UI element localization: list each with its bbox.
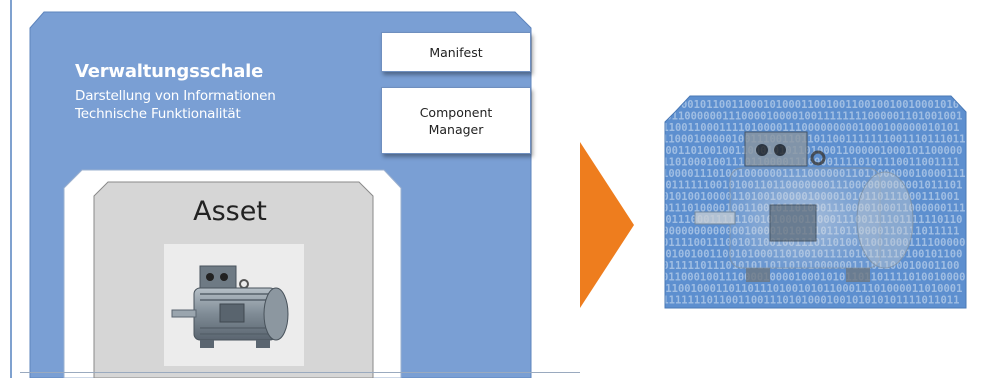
- manifest-box: Manifest: [381, 32, 531, 72]
- binary-texture-row: 1100010000010011100110110110011111110011…: [662, 134, 965, 146]
- binary-texture-row: 0100010110011000101000110010011001001001…: [662, 99, 965, 111]
- binary-texture-row: 1110010001101101110100101011000111010000…: [659, 283, 962, 295]
- asset-label: Asset: [193, 196, 267, 227]
- binary-texture-row: 1011000000111000010000100111111110000011…: [659, 111, 962, 123]
- binary-texture-row: 0110011000111101000011100000000010001000…: [656, 122, 959, 134]
- admin-shell-line-1: Darstellung von Informationen: [75, 88, 276, 104]
- admin-shell-title: Verwaltungsschale: [75, 61, 264, 82]
- binary-texture-row: 0110100010011101100001110000111101011100…: [656, 157, 959, 169]
- binary-texture-row: 0111111101100110011101010001001010101011…: [656, 295, 959, 307]
- asset-motor-image: [164, 244, 304, 366]
- left-vertical-rule: [10, 0, 12, 378]
- bottom-rule: [20, 372, 580, 373]
- electric-motor-icon: [171, 265, 289, 348]
- binary-texture-row: 0001101001001100010101101000110000010001…: [659, 145, 962, 157]
- arrow-right-icon: [580, 142, 634, 308]
- binary-texture-row: 0110001001110000100001000101011011011110…: [662, 272, 965, 284]
- admin-shell-line-2: Technische Funktionalität: [75, 106, 241, 122]
- component-manager-box: Component Manager: [381, 87, 531, 154]
